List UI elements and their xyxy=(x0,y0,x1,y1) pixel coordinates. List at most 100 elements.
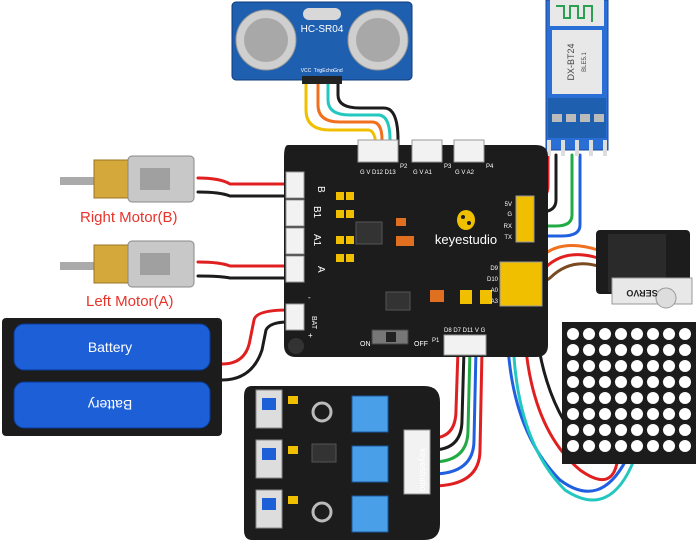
ultrasonic-pin-trig: Trig xyxy=(314,68,323,74)
ultrasonic-pin-gnd: Gnd xyxy=(333,68,343,74)
led-dot xyxy=(599,424,611,436)
battery-pack: Battery Battery xyxy=(2,318,222,436)
bt-pin-rx: RX xyxy=(504,224,512,230)
ultrasonic-model-label: HC-SR04 xyxy=(301,24,344,35)
led-dot xyxy=(599,344,611,356)
led-dot xyxy=(599,328,611,340)
led-dot xyxy=(615,424,627,436)
led-dot xyxy=(663,376,675,388)
led-dot xyxy=(679,360,691,372)
header-p2-pins: G V D12 D13 xyxy=(360,170,396,176)
led-dot xyxy=(631,392,643,404)
right-motor-label: Right Motor(B) xyxy=(80,209,178,226)
led-dot xyxy=(583,440,595,452)
led-dot xyxy=(663,408,675,420)
led-dot xyxy=(583,344,595,356)
led-dot xyxy=(615,344,627,356)
led-dot xyxy=(615,328,627,340)
bat-plus-label: + xyxy=(308,331,313,340)
ultrasonic-pin-labels: VCC Trig Echo Gnd xyxy=(301,68,343,74)
led-dot xyxy=(647,392,659,404)
led-dot xyxy=(679,440,691,452)
led-dot xyxy=(631,360,643,372)
right-pin-a3: A3 xyxy=(491,299,499,305)
right-pin-d9: D9 xyxy=(490,266,498,272)
led-dot xyxy=(615,360,627,372)
ultrasonic-pin-vcc: VCC xyxy=(301,68,312,74)
led-dot xyxy=(631,440,643,452)
bat-label: BAT xyxy=(310,316,317,330)
main-board: G V D12 D13 P2 G V A1 P3 G V A2 P4 B B1 … xyxy=(284,139,548,357)
led-dot xyxy=(567,424,579,436)
led-dot xyxy=(599,440,611,452)
ultrasonic-sensor: HC-SR04 VCC Trig Echo Gnd xyxy=(231,1,413,84)
led-matrix xyxy=(562,322,696,464)
led-dot xyxy=(663,424,675,436)
led-dot xyxy=(615,376,627,388)
right-header-pin-labels: D9 D10 A0 A3 xyxy=(487,266,499,305)
line-sensor-brand-label: keyestudio xyxy=(418,448,428,491)
board-brand-label: keyestudio xyxy=(435,232,497,247)
led-dot xyxy=(583,328,595,340)
led-dot xyxy=(599,360,611,372)
led-dot xyxy=(663,360,675,372)
led-dot xyxy=(647,408,659,420)
led-dot xyxy=(679,376,691,388)
led-dot xyxy=(663,328,675,340)
bluetooth-module: DX-BT24 BLE5.1 xyxy=(545,0,609,156)
led-dot xyxy=(567,344,579,356)
led-dot xyxy=(615,440,627,452)
motor-a1-label: A1 xyxy=(311,234,322,247)
led-dot xyxy=(647,440,659,452)
led-dot xyxy=(567,440,579,452)
led-dot xyxy=(583,376,595,388)
bt-pin-5v: 5V xyxy=(505,202,512,208)
led-dot xyxy=(647,376,659,388)
led-dot xyxy=(631,424,643,436)
motor-b-label: B xyxy=(315,186,326,193)
right-pin-d10: D10 xyxy=(487,277,499,283)
led-dot xyxy=(647,344,659,356)
led-dot xyxy=(647,328,659,340)
led-dot xyxy=(583,408,595,420)
ladybug-icon xyxy=(457,210,475,230)
led-dot xyxy=(615,408,627,420)
led-dot xyxy=(679,328,691,340)
led-dot xyxy=(567,360,579,372)
servo-label: SERVO xyxy=(626,288,657,298)
battery-top-label: Battery xyxy=(88,339,132,355)
switch-on-label: ON xyxy=(360,341,371,348)
ultrasonic-pin-echo: Echo xyxy=(322,68,334,74)
led-dot xyxy=(599,392,611,404)
led-dot xyxy=(567,376,579,388)
led-dot xyxy=(679,408,691,420)
bt-pin-g: G xyxy=(507,212,512,218)
led-dot xyxy=(583,360,595,372)
bt-pin-tx: TX xyxy=(504,235,512,241)
header-p2-label: P2 xyxy=(400,164,408,170)
led-dot xyxy=(583,424,595,436)
led-dot xyxy=(679,392,691,404)
led-dot xyxy=(599,376,611,388)
bluetooth-model-label: DX-BT24 xyxy=(566,43,576,80)
servo: SERVO xyxy=(596,230,693,309)
battery-bottom-label: Battery xyxy=(88,397,132,413)
led-dot xyxy=(567,328,579,340)
right-motor xyxy=(60,155,195,203)
motor-a-label: A xyxy=(315,266,326,273)
led-dot xyxy=(567,408,579,420)
left-motor-label: Left Motor(A) xyxy=(86,293,174,310)
led-dot xyxy=(679,344,691,356)
led-dot xyxy=(663,392,675,404)
led-dot xyxy=(631,408,643,420)
led-dot xyxy=(599,408,611,420)
right-pin-a0: A0 xyxy=(491,288,499,294)
header-p1-label: P1 xyxy=(432,338,440,344)
bt-header-pin-labels: 5V G RX TX xyxy=(504,202,513,241)
led-dot xyxy=(663,440,675,452)
switch-off-label: OFF xyxy=(414,341,428,348)
motor-b1-label: B1 xyxy=(311,206,322,219)
line-tracking-sensor: keyestudio xyxy=(244,386,440,540)
led-dot xyxy=(647,424,659,436)
